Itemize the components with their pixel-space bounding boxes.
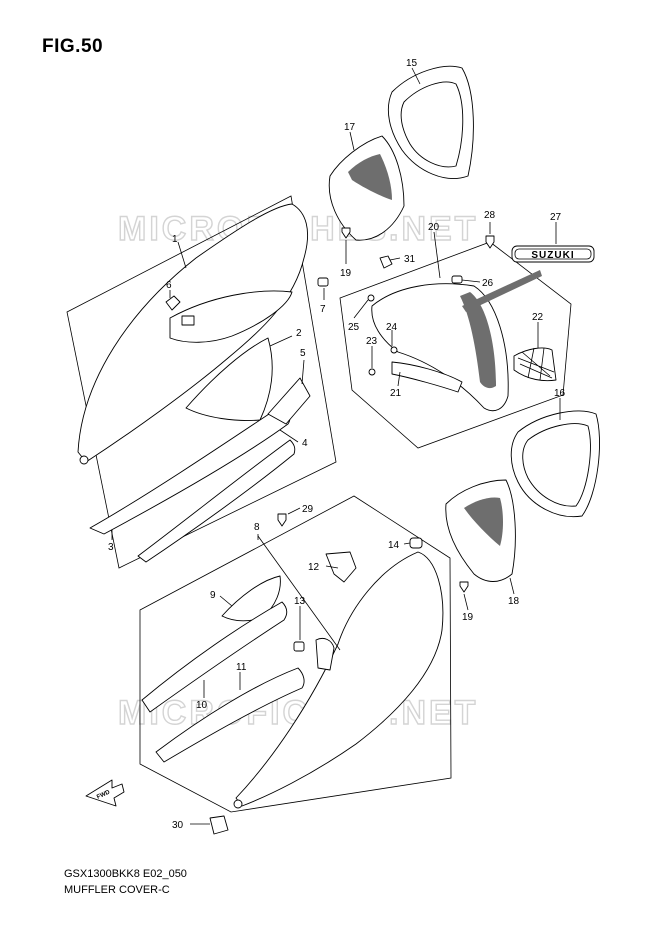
- part-label-13: 13: [294, 596, 306, 607]
- emblem-text: SUZUKI: [531, 250, 574, 261]
- diagram-caption: MUFFLER COVER-C: [64, 884, 170, 896]
- part-label-12: 12: [308, 562, 320, 573]
- part-label-23: 23: [366, 336, 378, 347]
- part-label-21: 21: [390, 388, 402, 399]
- part-19-screw-upper: [341, 227, 351, 239]
- figure-title: FIG.50: [42, 36, 104, 57]
- part-label-2: 2: [296, 328, 302, 339]
- part-28-screw: [485, 235, 495, 249]
- part-17-shadow: [348, 154, 392, 200]
- part-label-1: 1: [172, 234, 178, 245]
- part-label-15: 15: [406, 58, 418, 69]
- part-16-ring-inner: [522, 423, 591, 507]
- part-label-17: 17: [344, 122, 356, 133]
- part-label-10: 10: [196, 700, 208, 711]
- part-15-ring-inner: [400, 81, 464, 168]
- part-label-22: 22: [532, 312, 544, 323]
- part-label-24: 24: [386, 322, 398, 333]
- part-29-screw: [277, 513, 287, 527]
- part-5-bracket: [267, 377, 311, 425]
- part-label-9: 9: [210, 590, 216, 601]
- part-label-6: 6: [166, 280, 172, 291]
- part-27-emblem: [511, 245, 595, 263]
- upper-left-assembly-outline: [66, 195, 337, 569]
- part-7-grommet: [317, 277, 329, 287]
- part-1-inner-panel: [169, 290, 293, 343]
- part-1-bracket: [181, 315, 195, 326]
- part-label-3: 3: [108, 542, 114, 553]
- part-label-8: 8: [254, 522, 260, 533]
- part-11-trim-strip: [155, 667, 305, 763]
- part-22-mesh-lines: [517, 347, 555, 381]
- part-label-4: 4: [302, 438, 308, 449]
- leader-lines: [111, 67, 561, 825]
- part-label-26: 26: [482, 278, 494, 289]
- part-label-30: 30: [172, 820, 184, 831]
- part-30-damper: [209, 815, 229, 835]
- part-6-grommet: [165, 295, 181, 311]
- part-10-trim-strip: [141, 601, 288, 713]
- part-8-bracket: [315, 637, 335, 671]
- part-18-cap-bracket: [445, 479, 516, 582]
- part-24-clip: [390, 346, 398, 354]
- part-12-bracket: [325, 551, 357, 583]
- part-26-grommet: [451, 275, 463, 284]
- fwd-arrow-icon: FWD: [85, 779, 125, 807]
- part-label-7: 7: [320, 304, 326, 315]
- part-label-19-lower: 19: [462, 612, 474, 623]
- part-label-11: 11: [236, 662, 247, 673]
- diagram-code: GSX1300BKK8 E02_050: [64, 868, 187, 880]
- part-13-grommet: [293, 641, 305, 652]
- part-label-19-upper: 19: [340, 268, 352, 279]
- part-14-grommet: [409, 537, 423, 549]
- fwd-text: FWD: [96, 789, 112, 800]
- part-18-shadow: [464, 497, 503, 546]
- part-19-screw-lower: [459, 581, 469, 593]
- part-label-16: 16: [554, 388, 566, 399]
- part-label-20: 20: [428, 222, 440, 233]
- part-8-lower-cover: [235, 551, 444, 807]
- part-2-inner-panel: [185, 337, 273, 421]
- part-21-seal: [391, 361, 463, 393]
- part-25-screw: [367, 294, 375, 302]
- part-label-28: 28: [484, 210, 496, 221]
- part-label-18: 18: [508, 596, 520, 607]
- part-label-14: 14: [388, 540, 400, 551]
- part-23-clip: [368, 368, 376, 376]
- part-label-5: 5: [300, 348, 306, 359]
- part-9-panel: [221, 575, 281, 622]
- part-label-25: 25: [348, 322, 360, 333]
- part-20-shadow: [460, 292, 496, 389]
- part-27-emblem-inner: [514, 248, 592, 260]
- part-31-nut: [379, 255, 393, 269]
- part-27-emblem-shadow: [462, 270, 542, 312]
- part-label-29: 29: [302, 504, 314, 515]
- lower-assembly-outline: [139, 495, 452, 813]
- part-label-31: 31: [404, 254, 416, 265]
- part-4-trim-strip: [137, 439, 296, 563]
- part-8-mount-boss: [233, 799, 243, 809]
- part-1-mount-boss: [79, 455, 89, 465]
- part-label-27: 27: [550, 212, 562, 223]
